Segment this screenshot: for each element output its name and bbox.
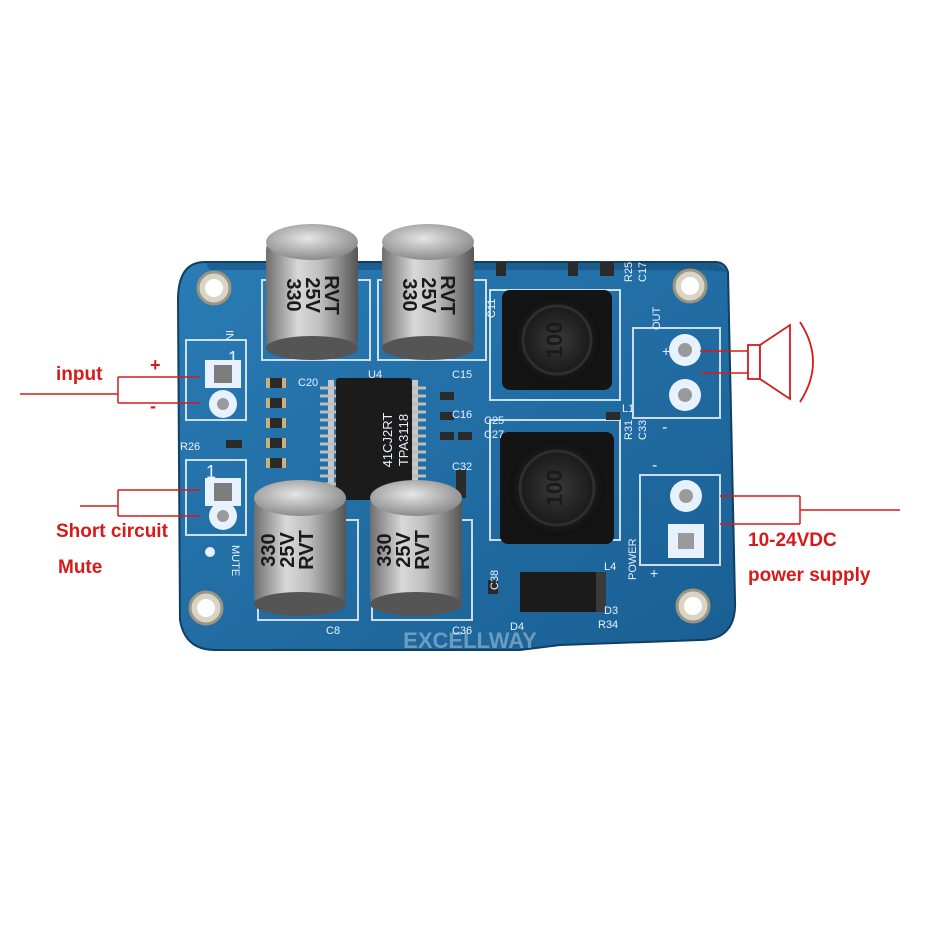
input-minus-label: - [150, 396, 156, 416]
label-u4: U4 [368, 369, 382, 381]
chip-marking-1: 41CJ2RT [380, 413, 395, 468]
label-c17: C17 [637, 262, 649, 282]
capacitor-series: RVT [412, 530, 434, 570]
capacitor-voltage: 25V [277, 532, 299, 568]
capacitor-top-left: 330 25V RVT [266, 224, 358, 360]
capacitor-voltage: 25V [301, 277, 323, 313]
capacitor-series: RVT [320, 275, 342, 315]
label-c16: C16 [452, 409, 472, 421]
label-power: POWER [627, 538, 639, 580]
label-l1: L1 [622, 403, 634, 415]
capacitor-top-right: 330 25V RVT [382, 224, 474, 360]
capacitor-value: 330 [374, 533, 396, 566]
label-c36: C36 [452, 625, 472, 637]
capacitor-bottom-right: 330 25V RVT [370, 480, 462, 616]
capacitor-value: 330 [398, 278, 420, 311]
label-minus-out: - [662, 419, 667, 436]
speaker-callout-lines [700, 350, 748, 374]
chip-marking-2: TPA3118 [396, 414, 411, 466]
smd-components [226, 262, 620, 594]
watermark: EXCELLWAY [403, 628, 537, 653]
power-terminal [668, 480, 704, 558]
label-pin1-mute: 1 [206, 462, 216, 482]
label-c20: C20 [298, 377, 318, 389]
inductor-marking-bottom: 100 [542, 470, 567, 507]
label-d3: D3 [604, 605, 618, 617]
label-r25: R25 [623, 262, 635, 282]
label-c33: C33 [637, 420, 649, 440]
label-d4: D4 [510, 621, 524, 633]
mute-callout-lines [80, 489, 200, 517]
inductor-marking-top: 100 [542, 322, 567, 359]
label-in: IN [223, 330, 235, 341]
input-plus-label: + [150, 355, 161, 375]
speaker-output-terminal [669, 334, 701, 411]
label-c27: C27 [484, 429, 504, 441]
label-c38: C38 [489, 570, 501, 590]
power-supply-label: power supply [748, 565, 871, 586]
label-c15: C15 [452, 369, 472, 381]
short-circuit-label: Short circuit [56, 521, 168, 542]
voltage-label: 10-24VDC [748, 530, 837, 551]
label-c11: C11 [486, 299, 498, 318]
capacitor-value: 330 [258, 533, 280, 566]
inductor-top: 100 [502, 290, 612, 390]
speaker-icon [747, 321, 814, 403]
mute-terminal [205, 478, 241, 557]
inductor-bottom: 100 [500, 432, 614, 544]
silkscreen-labels: U4 C20 C15 C16 C25 C27 C32 C8 C36 C38 C1… [180, 262, 670, 637]
capacitor-series: RVT [296, 530, 318, 570]
capacitor-value: 330 [282, 278, 304, 311]
input-label: input [56, 364, 103, 385]
label-r26: R26 [180, 441, 200, 453]
capacitor-voltage: 25V [393, 532, 415, 568]
label-plus-out: + [662, 343, 670, 359]
label-mute: MUTE [229, 545, 241, 576]
label-pin1-input: 1 [228, 348, 238, 368]
label-c8: C8 [326, 625, 340, 637]
label-plus-power: + [650, 565, 658, 581]
label-c32: C32 [452, 461, 472, 473]
power-callout-lines [720, 495, 900, 525]
mute-label: Mute [58, 557, 103, 578]
input-terminal [205, 360, 241, 418]
capacitor-voltage: 25V [417, 277, 439, 313]
label-c25: C25 [484, 415, 504, 427]
amplifier-chip: 41CJ2RT TPA3118 [320, 378, 426, 500]
mounting-holes [188, 268, 711, 626]
label-minus-power: - [652, 457, 657, 474]
label-l4: L4 [604, 561, 616, 573]
diode [520, 572, 606, 612]
label-r31: R31 [623, 420, 635, 440]
capacitor-bottom-left: 330 25V RVT [254, 480, 346, 616]
label-out: OUT [651, 307, 663, 331]
input-callout-lines [20, 376, 200, 404]
capacitor-series: RVT [436, 275, 458, 315]
label-r34: R34 [598, 619, 618, 631]
